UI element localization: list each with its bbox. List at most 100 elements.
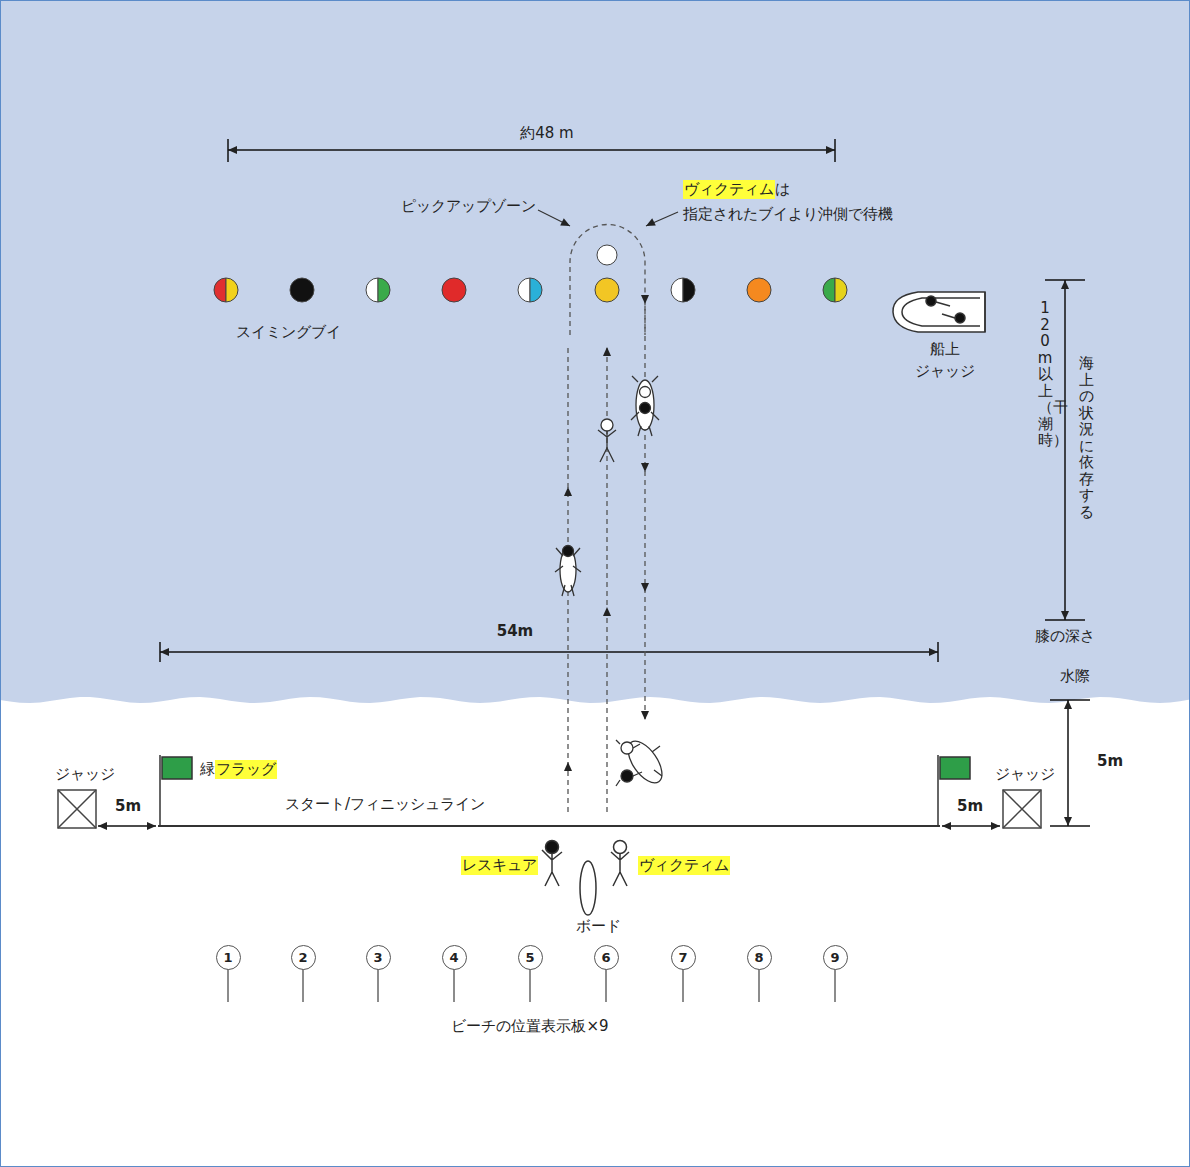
dimension-note: 海上の状況に依存する	[1079, 355, 1094, 520]
position-board: 4	[442, 945, 467, 970]
beach-figures-part	[611, 852, 629, 886]
beach-figures	[542, 841, 629, 916]
arrowhead	[641, 583, 649, 592]
dimension-lines	[98, 139, 1090, 826]
victim-note: 指定されたブイより沖側で待機	[683, 205, 893, 224]
signpost-sticks-part	[758, 969, 760, 1002]
buoy-row-part	[683, 278, 695, 302]
judge-boat	[893, 292, 985, 332]
paddler-figures-part	[616, 740, 662, 786]
arrowhead	[641, 295, 649, 304]
signpost-sticks-part	[605, 969, 607, 1002]
flag-label: フラッグ	[215, 760, 277, 779]
signpost-sticks-part	[377, 969, 379, 1002]
dimension-label: 5m	[957, 797, 983, 816]
paddler-figures-part	[621, 742, 633, 754]
position-board: 2	[291, 945, 316, 970]
arrowhead	[564, 762, 572, 771]
buoy-row	[214, 245, 847, 302]
paddler-figures-part	[621, 770, 633, 782]
waterline-label: 水際	[1060, 667, 1090, 686]
paddler-figures-part	[606, 431, 607, 448]
buoy-row-part	[442, 278, 466, 302]
judge-boat-part	[942, 314, 955, 318]
dimension-lines-part	[160, 651, 938, 653]
sea-area	[0, 0, 1190, 703]
paddler-figures-part	[640, 403, 651, 414]
buoy-row-part	[530, 278, 542, 302]
victim-label: ヴィクティム	[638, 856, 730, 875]
position-number: 1	[223, 951, 232, 964]
position-number: 7	[678, 951, 687, 964]
flags-and-line-part	[158, 825, 940, 827]
signpost-sticks-part	[227, 969, 229, 1002]
paddler-figures-part	[601, 419, 613, 431]
judge-boat-part	[936, 302, 950, 306]
depth-label: 膝の深さ	[1035, 627, 1095, 646]
buoy-row-part	[671, 278, 683, 302]
buoy-row-part	[226, 278, 238, 302]
judge-boxes-part	[58, 790, 96, 828]
dimension-lines-part	[227, 139, 229, 162]
judge-boat-part	[902, 298, 980, 326]
arrowhead	[560, 218, 572, 229]
beach-figures-part	[580, 861, 596, 915]
judge-label: ジャッジ	[915, 362, 975, 381]
dimension-label: 120 m以上（干潮時）	[1038, 300, 1053, 449]
paddler-figures-part	[640, 387, 651, 398]
victim-note: は	[775, 180, 790, 199]
arrowhead	[929, 648, 938, 656]
dimension-lines-part	[228, 149, 835, 151]
flags-and-line	[158, 755, 970, 826]
pickup-zone-part	[570, 225, 645, 336]
buoy-row-part	[290, 278, 314, 302]
flags-and-line-part	[159, 755, 161, 826]
dimension-label: 5m	[1097, 752, 1123, 771]
position-board: 3	[366, 945, 391, 970]
judge-boat-part	[955, 313, 965, 323]
dimension-label: 5m	[115, 797, 141, 816]
arrowhead	[98, 822, 107, 830]
position-board: 9	[823, 945, 848, 970]
sea-area-part	[0, 0, 1190, 703]
arrowhead	[228, 146, 237, 154]
signpost-sticks-part	[453, 969, 455, 1002]
position-number: 2	[298, 951, 307, 964]
judge-boat-part	[893, 292, 985, 332]
flags-and-line-part	[940, 757, 970, 779]
buoy-row-part	[214, 278, 226, 302]
leader-lines	[538, 210, 678, 226]
arrowhead	[1064, 700, 1072, 709]
flags-and-line-part	[162, 757, 192, 779]
flag-label: 緑	[200, 760, 215, 779]
paddler-figures-part	[621, 735, 668, 788]
signpost-caption: ビーチの位置表示板×9	[451, 1017, 608, 1036]
paddler-figures	[555, 376, 669, 789]
arrowhead	[160, 648, 169, 656]
arrowheads	[98, 146, 1072, 830]
buoy-row-part	[366, 278, 378, 302]
signpost-sticks-part	[529, 969, 531, 1002]
position-number: 4	[449, 951, 458, 964]
position-board: 7	[671, 945, 696, 970]
buoy-row-part	[597, 245, 617, 265]
judge-boat-part	[984, 292, 986, 332]
dimension-lines-part	[1067, 700, 1069, 826]
arrowhead	[147, 822, 156, 830]
judge-boxes-part	[58, 790, 96, 828]
beach-figures-part	[542, 850, 562, 886]
buoy-label: スイミングブイ	[236, 323, 341, 342]
judge-label: 船上	[930, 340, 960, 359]
dimension-lines-part	[1064, 280, 1066, 620]
dimension-lines-part	[1050, 825, 1090, 827]
paddler-figures-part	[555, 548, 581, 596]
position-board: 6	[594, 945, 619, 970]
arrowhead	[603, 347, 611, 356]
signpost-sticks	[228, 969, 835, 1002]
arrowhead	[564, 487, 572, 496]
pickup-zone-part	[644, 300, 645, 722]
victim-note: ヴィクティム	[683, 180, 775, 199]
arrowhead	[1061, 611, 1069, 620]
